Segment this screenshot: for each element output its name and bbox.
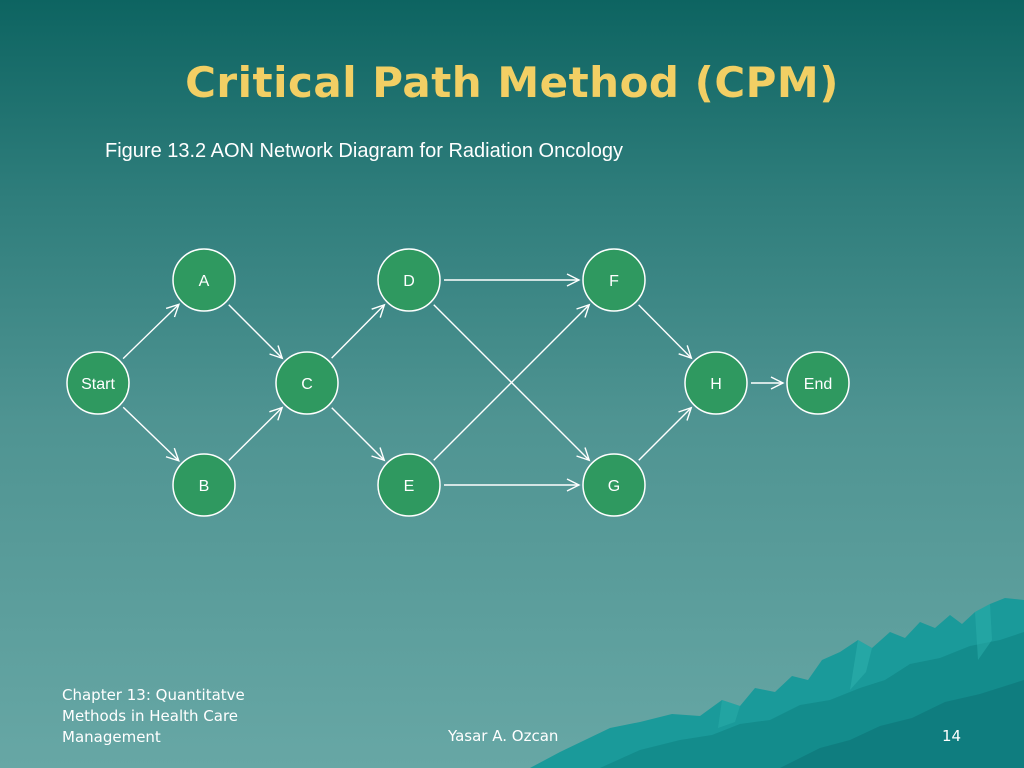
edge-g-to-h [638, 406, 693, 461]
node-circle [786, 351, 850, 415]
node-g: G [582, 453, 646, 517]
footer-chapter: Chapter 13: Quantitatve Methods in Healt… [62, 686, 245, 746]
edge-e-to-g [444, 478, 581, 492]
node-label: F [609, 273, 619, 290]
node-circle [582, 453, 646, 517]
slide-title: Critical Path Method (CPM) [185, 58, 839, 107]
node-circle [172, 248, 236, 312]
node-label: End [804, 376, 832, 393]
page-number: 14 [942, 727, 962, 745]
node-label: Start [81, 376, 115, 393]
edge-h-to-end [751, 376, 785, 390]
node-label: G [608, 478, 620, 495]
node-h: H [684, 351, 748, 415]
node-f: F [582, 248, 646, 312]
node-label: C [301, 376, 313, 393]
node-circle [582, 248, 646, 312]
node-circle [66, 351, 130, 415]
node-label: A [199, 273, 210, 290]
node-d: D [377, 248, 441, 312]
edge-c-to-d [331, 303, 386, 359]
edge-a-to-c [228, 304, 284, 360]
nodes: Start A B C D E F G H End [66, 248, 850, 517]
node-e: E [377, 453, 441, 517]
edge-c-to-e [331, 407, 386, 462]
node-end: End [786, 351, 850, 415]
node-label: D [403, 273, 415, 290]
node-label: H [710, 376, 722, 393]
edge-start-to-b [122, 406, 180, 462]
node-circle [684, 351, 748, 415]
footer-author: Yasar A. Ozcan [448, 727, 559, 745]
node-b: B [172, 453, 236, 517]
edge-f-to-h [638, 304, 693, 360]
node-a: A [172, 248, 236, 312]
edge-b-to-c [228, 406, 284, 461]
node-circle [275, 351, 339, 415]
node-label: B [199, 478, 210, 495]
edge-e-to-f [433, 303, 591, 461]
node-c: C [275, 351, 339, 415]
node-label: E [404, 478, 415, 495]
edge-d-to-f [444, 273, 581, 287]
edge-start-to-a [122, 303, 181, 360]
node-circle [377, 248, 441, 312]
node-circle [172, 453, 236, 517]
edges [122, 273, 785, 492]
figure-caption: Figure 13.2 AON Network Diagram for Radi… [105, 140, 624, 162]
node-start: Start [66, 351, 130, 415]
node-circle [377, 453, 441, 517]
